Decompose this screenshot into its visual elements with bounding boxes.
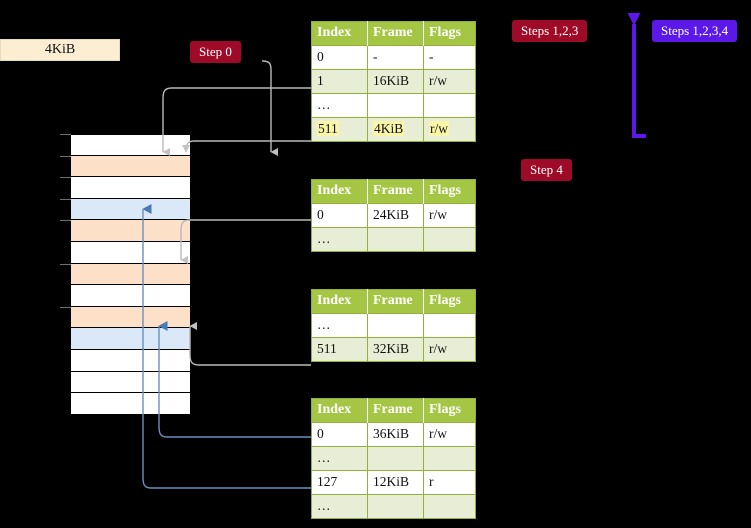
memory-row xyxy=(71,198,190,221)
table-cell: - xyxy=(367,45,424,70)
table-cell xyxy=(367,494,424,519)
table-cell: r/w xyxy=(423,203,476,228)
table-cell: … xyxy=(311,313,368,338)
table-row: … xyxy=(311,446,476,471)
table-cell: - xyxy=(423,45,476,70)
table-cell: r/w xyxy=(423,337,476,362)
table-cell: r/w xyxy=(423,422,476,447)
table-cell: r xyxy=(423,470,476,495)
table-cell xyxy=(423,446,476,471)
table-cell xyxy=(367,313,424,338)
table-row: 0-- xyxy=(311,45,476,70)
column-header: Index xyxy=(311,179,368,204)
table-cell: … xyxy=(311,446,368,471)
memory-row xyxy=(71,177,190,199)
table-cell xyxy=(423,494,476,519)
column-header: Frame xyxy=(367,179,424,204)
table-row: … xyxy=(311,93,476,118)
table-cell: 4KiB xyxy=(367,117,424,142)
memory-row xyxy=(71,306,190,329)
memory-row-tick xyxy=(60,177,71,179)
table-cell: 16KiB xyxy=(367,69,424,94)
table-cell xyxy=(367,93,424,118)
column-header: Frame xyxy=(367,289,424,314)
table-cell: 12KiB xyxy=(367,470,424,495)
table-cell xyxy=(423,313,476,338)
table-row: … xyxy=(311,494,476,519)
badge-steps-1-2-3-4: Steps 1,2,3,4 xyxy=(652,20,738,42)
column-header: Index xyxy=(311,289,368,314)
memory-row-tick xyxy=(60,134,71,135)
memory-row xyxy=(71,263,190,286)
table-cell: r/w xyxy=(423,69,476,94)
table-cell: 127 xyxy=(311,470,368,495)
table-cell xyxy=(423,227,476,252)
memory-row-tick xyxy=(60,155,71,157)
memory-row xyxy=(71,220,190,242)
table-cell: 511 xyxy=(311,337,368,362)
table-cell: 511 xyxy=(311,117,368,142)
column-header: Flags xyxy=(423,179,476,204)
memory-row-tick xyxy=(60,263,71,265)
memory-frame-label: 4KiB xyxy=(44,42,76,57)
table-cell: 0 xyxy=(311,203,368,228)
badge-steps-1-2-3: Steps 1,2,3 xyxy=(512,20,588,42)
memory-row xyxy=(71,328,190,350)
table-cell: … xyxy=(311,93,368,118)
table-cell: … xyxy=(311,494,368,519)
table-cell xyxy=(367,446,424,471)
steps-bracket-arrow xyxy=(627,13,646,138)
memory-row-tick xyxy=(60,306,71,308)
table-row: … xyxy=(311,313,476,338)
memory-frame-label-box: 4KiB xyxy=(0,39,120,61)
badge-step-4: Step 4 xyxy=(521,159,572,181)
table-cell: … xyxy=(311,227,368,252)
column-header: Index xyxy=(311,398,368,423)
column-header: Index xyxy=(311,21,368,46)
column-header: Flags xyxy=(423,289,476,314)
table-cell: 0 xyxy=(311,422,368,447)
physical-memory-column xyxy=(60,134,190,415)
table-cell xyxy=(367,227,424,252)
memory-row xyxy=(71,242,190,264)
badge-step-0: Step 0 xyxy=(190,41,241,63)
memory-row xyxy=(71,350,190,372)
column-header: Flags xyxy=(423,398,476,423)
table-cell: r/w xyxy=(423,117,476,142)
table-cell: 1 xyxy=(311,69,368,94)
table-cell: 24KiB xyxy=(367,203,424,228)
column-header: Frame xyxy=(367,21,424,46)
column-header: Frame xyxy=(367,398,424,423)
table-cell: 36KiB xyxy=(367,422,424,447)
memory-row xyxy=(71,393,190,415)
table-row: … xyxy=(311,227,476,252)
memory-row-tick xyxy=(60,220,71,222)
memory-row xyxy=(71,134,190,156)
table-cell: 32KiB xyxy=(367,337,424,362)
memory-row xyxy=(71,285,190,307)
memory-row-tick xyxy=(60,198,71,200)
column-header: Flags xyxy=(423,21,476,46)
table-cell: 0 xyxy=(311,45,368,70)
memory-row xyxy=(71,155,190,178)
memory-row xyxy=(71,371,190,394)
table-cell xyxy=(423,93,476,118)
